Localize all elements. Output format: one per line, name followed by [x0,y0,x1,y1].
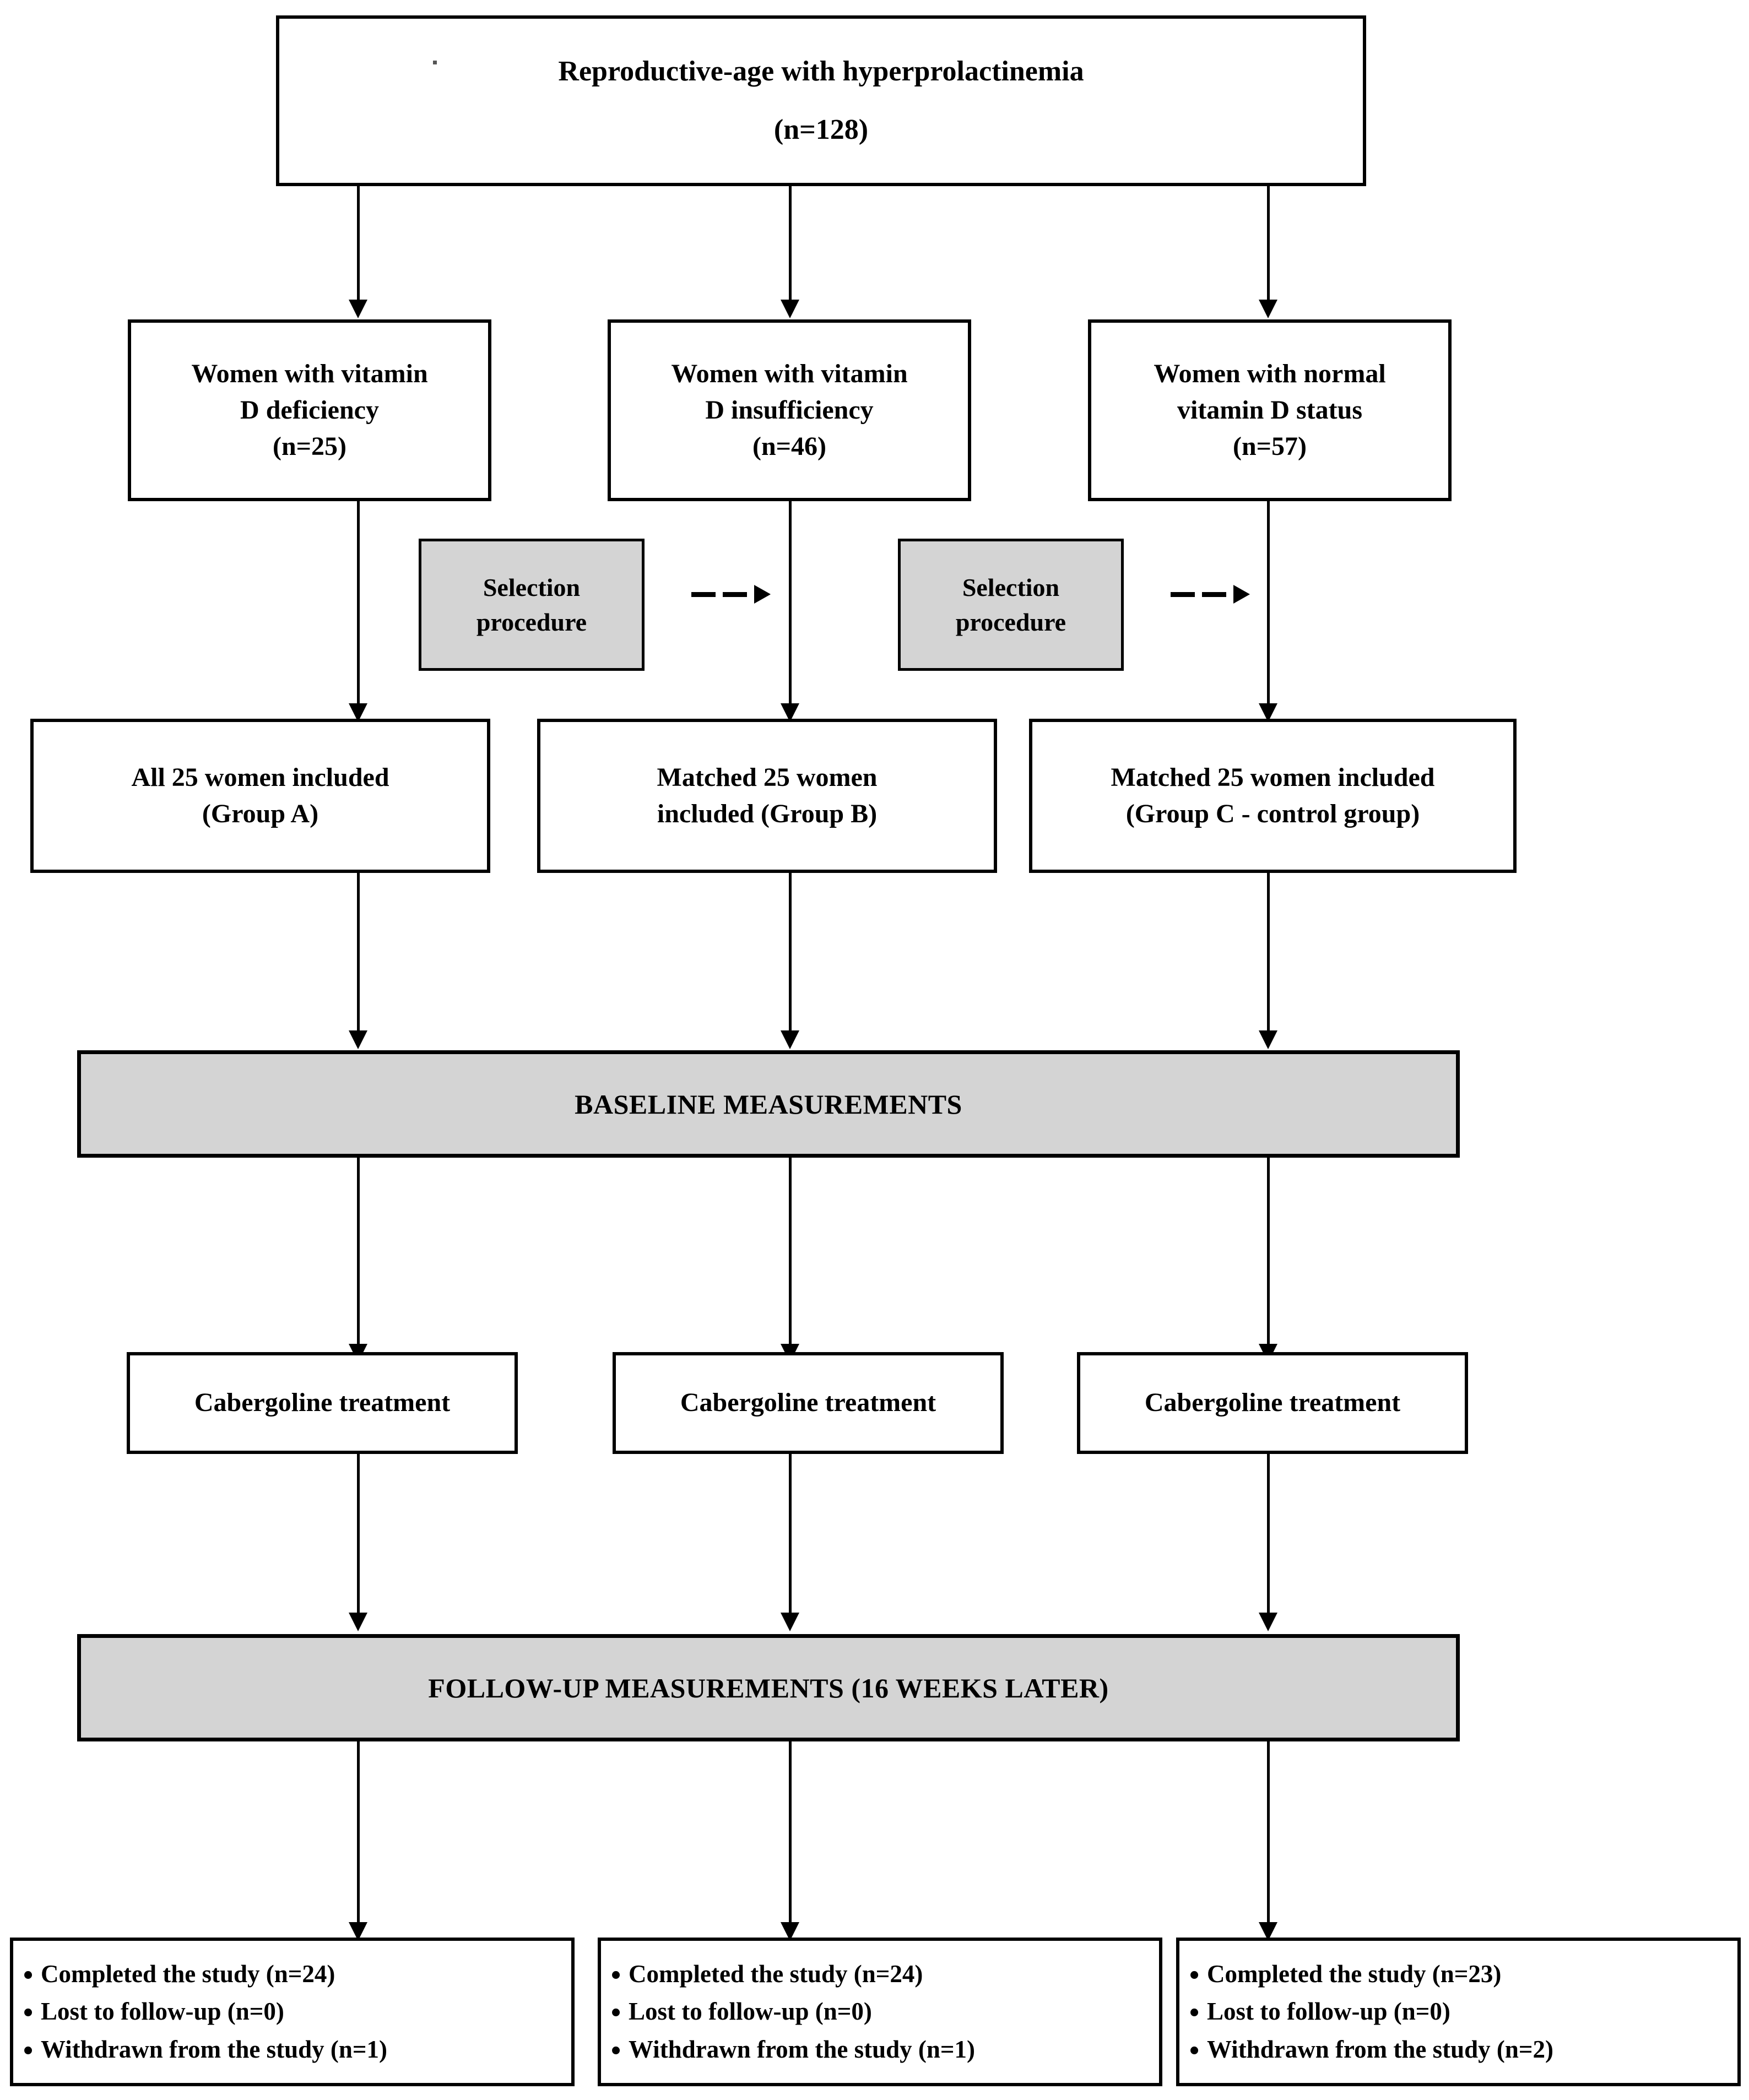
arrowhead-group-c-to-baseline [1259,1030,1277,1049]
screened-population-count: (n=128) [773,114,869,145]
outcome-c-item-lost: Lost to follow-up (n=0) [1188,1992,1732,2035]
screened-population-title: Reproductive-age with hyperprolactinemia [558,56,1084,88]
outcome-a-item-completed: Completed the study (n=24) [22,1954,566,1998]
connector-treatment-c-to-followup [1267,1454,1270,1614]
outcome-c-item-completed: Completed the study (n=23) [1188,1954,1732,1998]
outcome-b-list: Completed the study (n=24) Lost to follo… [610,1954,1154,2073]
group-c-line-1: Matched 25 women included [1111,762,1435,792]
node-outcome-group-c: Completed the study (n=23) Lost to follo… [1176,1938,1741,2086]
connector-group-c-to-baseline [1267,873,1270,1032]
treatment-c-label: Cabergoline treatment [1144,1388,1401,1418]
node-group-a: All 25 women included (Group A) [30,719,490,873]
arrowhead-group-a-to-baseline [349,1030,367,1049]
node-outcome-group-b: Completed the study (n=24) Lost to follo… [598,1938,1162,2086]
node-treatment-group-a: Cabergoline treatment [127,1352,518,1454]
group-b-line-2: included (Group B) [657,799,878,828]
node-selection-procedure-b: Selection procedure [419,539,645,671]
node-outcome-group-a: Completed the study (n=24) Lost to follo… [10,1938,575,2086]
connector-baseline-to-treatment-c [1267,1158,1270,1345]
band-followup-measurements: FOLLOW-UP MEASUREMENTS (16 WEEKS LATER) [77,1634,1460,1741]
connector-baseline-to-treatment-b [789,1158,792,1345]
connector-followup-to-outcome-c [1267,1741,1270,1923]
dashed-connector-selection-b [691,585,771,604]
stray-speck [433,61,437,64]
selection-b-line-2: procedure [476,608,587,636]
connector-followup-to-outcome-a [357,1741,360,1923]
node-treatment-group-b: Cabergoline treatment [613,1352,1004,1454]
node-treatment-group-c: Cabergoline treatment [1077,1352,1468,1454]
group-b-line-1: Matched 25 women [657,762,878,792]
arrowhead-top-to-normal [1259,300,1277,318]
node-vitamin-d-deficiency: Women with vitamin D deficiency (n=25) [128,319,491,501]
node-vitamin-d-insufficiency: Women with vitamin D insufficiency (n=46… [608,319,971,501]
dashed-connector-selection-c [1171,585,1250,604]
connector-deficiency-to-group-a [357,501,360,704]
connector-group-b-to-baseline [789,873,792,1032]
insufficiency-line-2: D insufficiency [705,395,874,425]
dash-segment [1202,592,1226,597]
node-selection-procedure-c: Selection procedure [898,539,1124,671]
arrowhead-selection-b [754,585,771,604]
connector-followup-to-outcome-b [789,1741,792,1923]
outcome-b-item-withdrawn: Withdrawn from the study (n=1) [610,2030,1154,2073]
selection-c-line-2: procedure [955,608,1066,636]
normal-line-2: vitamin D status [1177,395,1363,425]
arrowhead-group-b-to-baseline [781,1030,799,1049]
arrowhead-top-to-insufficiency [781,300,799,318]
outcome-a-item-withdrawn: Withdrawn from the study (n=1) [22,2030,566,2073]
arrowhead-treatment-b-to-followup [781,1613,799,1631]
connector-top-to-normal [1267,186,1270,301]
arrowhead-selection-c [1233,585,1250,604]
outcome-a-list: Completed the study (n=24) Lost to follo… [22,1954,566,2073]
outcome-b-item-lost: Lost to follow-up (n=0) [610,1992,1154,2035]
connector-normal-to-group-c [1267,501,1270,704]
selection-c-line-1: Selection [962,573,1060,601]
group-a-line-2: (Group A) [202,799,319,828]
band-baseline-measurements: BASELINE MEASUREMENTS [77,1050,1460,1158]
outcome-b-item-completed: Completed the study (n=24) [610,1954,1154,1998]
group-c-line-2: (Group C - control group) [1125,799,1420,828]
outcome-c-item-withdrawn: Withdrawn from the study (n=2) [1188,2030,1732,2073]
baseline-band-label: BASELINE MEASUREMENTS [575,1088,962,1120]
node-screened-population: Reproductive-age with hyperprolactinemia… [276,15,1366,186]
outcome-a-item-lost: Lost to follow-up (n=0) [22,1992,566,2035]
connector-top-to-deficiency [357,186,360,301]
connector-treatment-b-to-followup [789,1454,792,1614]
connector-baseline-to-treatment-a [357,1158,360,1345]
insufficiency-count: (n=46) [752,432,826,462]
dash-segment [723,592,747,597]
deficiency-line-2: D deficiency [240,395,379,425]
arrowhead-treatment-c-to-followup [1259,1613,1277,1631]
normal-line-1: Women with normal [1154,359,1386,388]
outcome-c-list: Completed the study (n=23) Lost to follo… [1188,1954,1732,2073]
normal-count: (n=57) [1232,432,1307,462]
insufficiency-line-1: Women with vitamin [671,359,908,388]
treatment-a-label: Cabergoline treatment [194,1388,451,1418]
connector-treatment-a-to-followup [357,1454,360,1614]
connector-insufficiency-to-group-b [789,501,792,704]
arrowhead-treatment-a-to-followup [349,1613,367,1631]
treatment-b-label: Cabergoline treatment [680,1388,936,1418]
connector-group-a-to-baseline [357,873,360,1032]
selection-b-line-1: Selection [483,573,581,601]
dash-segment [1171,592,1195,597]
connector-top-to-insufficiency [789,186,792,301]
dash-segment [691,592,716,597]
group-a-line-1: All 25 women included [131,762,389,792]
deficiency-count: (n=25) [272,432,346,462]
arrowhead-top-to-deficiency [349,300,367,318]
node-group-c: Matched 25 women included (Group C - con… [1029,719,1517,873]
followup-band-label: FOLLOW-UP MEASUREMENTS (16 WEEKS LATER) [428,1672,1109,1703]
deficiency-line-1: Women with vitamin [191,359,428,388]
node-normal-vitamin-d: Women with normal vitamin D status (n=57… [1088,319,1452,501]
node-group-b: Matched 25 women included (Group B) [537,719,997,873]
